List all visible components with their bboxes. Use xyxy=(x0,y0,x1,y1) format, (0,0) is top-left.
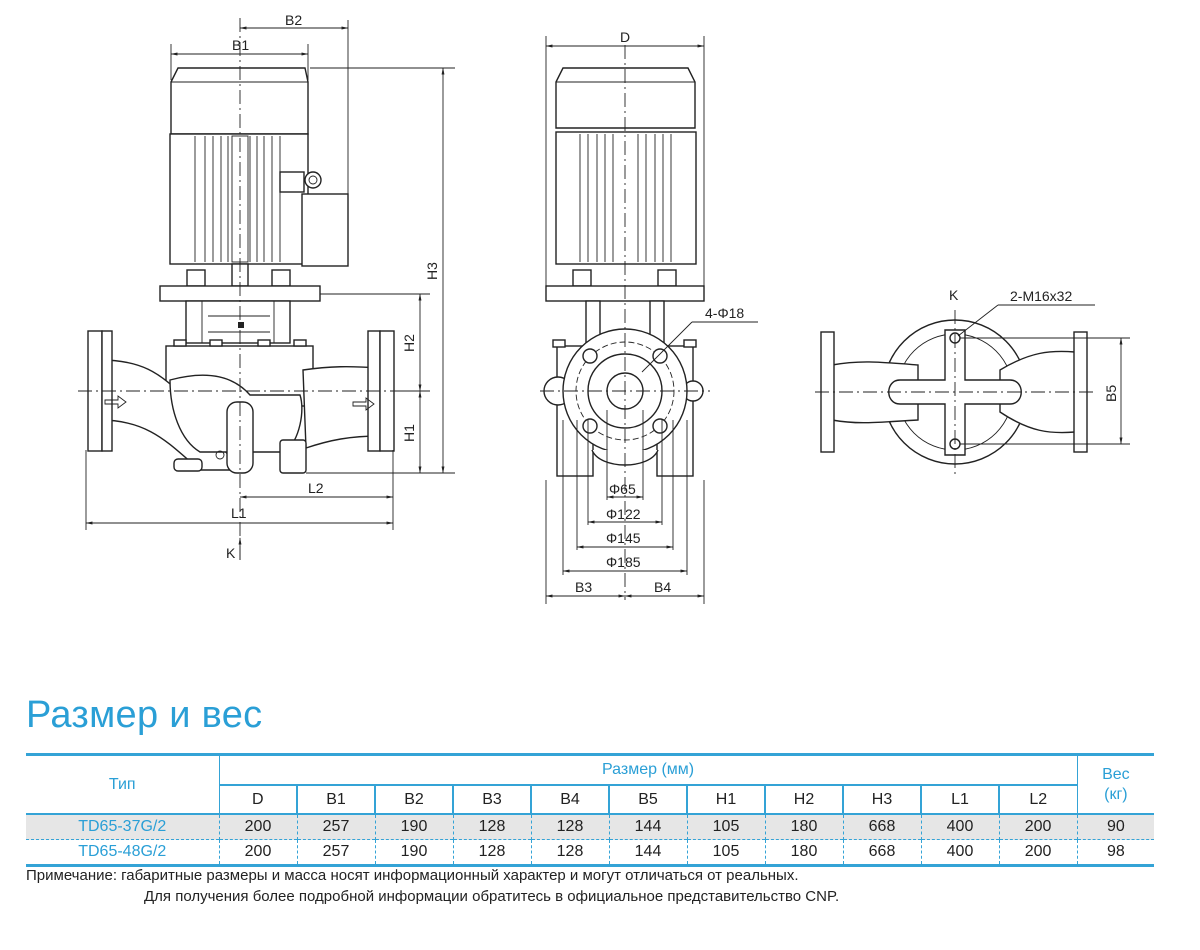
pump-foot-left xyxy=(173,458,203,472)
label-k-bottom: K xyxy=(949,287,959,303)
lifting-eye xyxy=(304,171,322,189)
cell-value: 180 xyxy=(764,813,843,840)
table-header-row-1: Тип Размер (мм) Вес (кг) xyxy=(26,753,1155,814)
cell-value: 128 xyxy=(530,839,609,867)
header-type: Тип xyxy=(26,753,220,814)
cell-value: 257 xyxy=(296,813,375,840)
col-header: L2 xyxy=(997,785,1078,814)
table-row: TD65-37G/2 200 257 190 128 128 144 105 1… xyxy=(26,813,1155,840)
cell-value: 105 xyxy=(686,813,765,840)
col-header: H3 xyxy=(842,785,921,814)
col-header: B1 xyxy=(296,785,375,814)
label-b2: B2 xyxy=(285,12,302,28)
col-header: B3 xyxy=(452,785,531,814)
motor-fins-side xyxy=(579,134,672,262)
motor-fan-cover-side xyxy=(555,67,696,129)
cell-weight: 98 xyxy=(1076,839,1155,867)
dimensions-table: Тип Размер (мм) Вес (кг) D B1 B2 B3 B4 B… xyxy=(26,753,1155,867)
table-header-row-2: D B1 B2 B3 B4 B5 H1 H2 H3 L1 L2 xyxy=(26,785,1154,814)
cell-value: 144 xyxy=(608,813,687,840)
cell-value: 200 xyxy=(218,839,297,867)
cell-value: 668 xyxy=(842,839,921,867)
col-header: H1 xyxy=(686,785,765,814)
col-header: H2 xyxy=(764,785,843,814)
label-d122: Φ122 xyxy=(606,506,641,522)
cell-weight: 90 xyxy=(1076,813,1155,840)
motor-fan-cover xyxy=(170,67,309,135)
label-b1: B1 xyxy=(232,37,249,53)
label-d: D xyxy=(620,29,630,45)
cell-type: TD65-48G/2 xyxy=(26,839,219,867)
cell-value: 128 xyxy=(452,839,531,867)
label-bolts: 2-M16x32 xyxy=(1010,288,1072,304)
cell-value: 180 xyxy=(764,839,843,867)
label-l2: L2 xyxy=(308,480,324,496)
label-b5: B5 xyxy=(1103,385,1119,402)
cell-value: 190 xyxy=(374,813,453,840)
header-weight: Вес (кг) xyxy=(1076,753,1155,814)
pump-dimension-drawing: B1 B2 H3 H2 H1 L2 L1 K xyxy=(78,12,1130,604)
cell-type: TD65-37G/2 xyxy=(26,813,219,840)
cell-value: 400 xyxy=(920,813,999,840)
cell-value: 400 xyxy=(920,839,999,867)
motor-body xyxy=(169,133,309,265)
motor-fins xyxy=(194,135,281,263)
cell-value: 200 xyxy=(998,813,1078,840)
cell-value: 190 xyxy=(374,839,453,867)
front-view: B1 B2 H3 H2 H1 L2 L1 K xyxy=(78,12,455,561)
label-d145: Φ145 xyxy=(606,530,641,546)
cell-value: 144 xyxy=(608,839,687,867)
col-header: B4 xyxy=(530,785,609,814)
cell-value: 200 xyxy=(998,839,1078,867)
footnote-line-2: Для получения более подробной информации… xyxy=(144,888,840,905)
cell-value: 128 xyxy=(452,813,531,840)
label-h1: H1 xyxy=(401,424,417,442)
label-d65: Φ65 xyxy=(609,481,636,497)
label-b4: B4 xyxy=(654,579,671,595)
col-header: D xyxy=(251,790,264,808)
header-weight-line1: Вес xyxy=(1102,765,1130,783)
footnote: Примечание: габаритные размеры и масса н… xyxy=(26,865,839,907)
cell-value: 200 xyxy=(218,813,297,840)
footnote-line-1: Примечание: габаритные размеры и масса н… xyxy=(26,867,799,884)
side-view: D 4-Φ18 Φ65 Φ122 Φ145 Φ185 B3 B4 xyxy=(540,29,758,604)
section-title: Размер и вес xyxy=(26,694,263,736)
label-b3: B3 xyxy=(575,579,592,595)
col-header: B5 xyxy=(608,785,687,814)
terminal-box xyxy=(301,193,349,267)
label-h2: H2 xyxy=(401,334,417,352)
cell-value: 105 xyxy=(686,839,765,867)
cell-value: 128 xyxy=(530,813,609,840)
label-d185: Φ185 xyxy=(606,554,641,570)
header-size: Размер (мм) xyxy=(219,753,1078,786)
table-row: TD65-48G/2 200 257 190 128 128 144 105 1… xyxy=(26,839,1155,867)
cell-value: 257 xyxy=(296,839,375,867)
col-header: B2 xyxy=(374,785,453,814)
label-h3: H3 xyxy=(424,262,440,280)
bottom-view: K 2-M16x32 B5 xyxy=(815,287,1130,475)
col-header: L1 xyxy=(920,785,999,814)
label-holes: 4-Φ18 xyxy=(705,305,744,321)
cell-value: 668 xyxy=(842,813,921,840)
label-l1: L1 xyxy=(231,505,247,521)
header-weight-line2: (кг) xyxy=(1104,785,1128,803)
motor-body-side xyxy=(555,131,697,265)
pump-foot-right xyxy=(279,439,307,474)
label-k-front: K xyxy=(226,545,236,561)
